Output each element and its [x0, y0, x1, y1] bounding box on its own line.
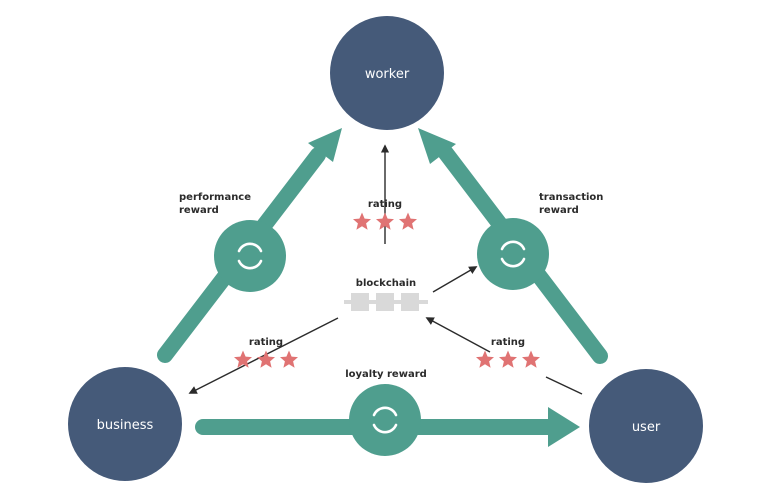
business-label: business: [97, 418, 154, 433]
transaction-reward-label-line1: transaction: [539, 192, 603, 203]
blockchain-label: blockchain: [356, 278, 416, 289]
rating-stars-right: [476, 350, 540, 368]
star-icon: [353, 212, 371, 230]
transaction-reward-arrowhead: [418, 128, 456, 164]
star-icon: [399, 212, 417, 230]
star-icon: [257, 350, 275, 368]
blockchain-arrow-to-user-flow: [432, 266, 478, 293]
rating-label-right: rating: [491, 337, 525, 348]
star-icon: [376, 212, 394, 230]
performance-reward-label-line1: performance: [179, 192, 251, 203]
rating-label-top: rating: [368, 199, 402, 210]
star-icon: [280, 350, 298, 368]
blockchain-icon: [344, 293, 428, 311]
rating-stars-top: [353, 212, 417, 230]
star-icon: [234, 350, 252, 368]
star-icon: [476, 350, 494, 368]
user-node: user: [589, 369, 703, 483]
cycle-icon: [477, 218, 549, 290]
worker-label: worker: [365, 67, 410, 82]
cycle-icon: [214, 220, 286, 292]
star-icon: [522, 350, 540, 368]
loyalty-reward-label: loyalty reward: [345, 369, 427, 380]
worker-node: worker: [330, 16, 444, 130]
transaction-reward-label-line2: reward: [539, 205, 579, 216]
rating-arrow-to-blockchain: [425, 317, 491, 353]
performance-reward-label-line2: reward: [179, 205, 219, 216]
cycle-icon: [349, 384, 421, 456]
loyalty-reward-arrowhead: [548, 407, 580, 447]
user-label: user: [632, 420, 661, 435]
star-icon: [499, 350, 517, 368]
rating-stars-left: [234, 350, 298, 368]
user-to-rating-line: [545, 376, 583, 395]
performance-reward-arrowhead: [308, 128, 342, 162]
business-node: business: [68, 367, 182, 481]
rating-label-left: rating: [249, 337, 283, 348]
